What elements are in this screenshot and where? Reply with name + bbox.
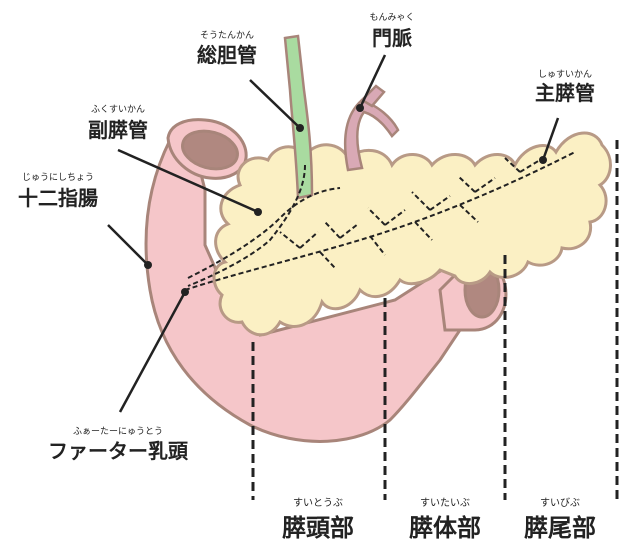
papilla-dot <box>181 288 189 296</box>
accessory-pancreatic-duct-label: 副膵管 <box>88 118 148 142</box>
pancreatic-body-ruby: すいたいぶ <box>420 497 470 509</box>
pancreatic-tail-label: 膵尾部 <box>524 514 596 542</box>
common-bile-duct-ruby: そうたんかん <box>200 30 254 41</box>
duodenum-label: 十二指腸 <box>18 186 98 210</box>
duodenum-dot <box>144 261 152 269</box>
pancreatic-body-label: 膵体部 <box>409 514 481 542</box>
bile-duct-dot <box>296 124 304 132</box>
portal-vein-dot <box>356 104 364 112</box>
main-pancreatic-duct-ruby: しゅすいかん <box>538 69 592 80</box>
common-bile-duct-label: 総胆管 <box>197 43 257 67</box>
papilla-ruby: ふぁーたーにゅうとう <box>73 426 163 437</box>
pancreatic-head-label: 膵頭部 <box>282 514 354 542</box>
papilla-label: ファーター乳頭 <box>48 439 189 463</box>
main-pancreatic-duct-label: 主膵管 <box>535 81 595 105</box>
duodenum-ruby: じゅうにしちょう <box>22 172 94 183</box>
accessory-duct-dot <box>254 208 262 216</box>
pancreatic-head-ruby: すいとうぶ <box>293 497 343 509</box>
portal-vein-label: 門脈 <box>372 26 412 50</box>
leader-duodenum <box>108 225 148 265</box>
pancreatic-tail-ruby: すいびぶ <box>540 497 580 509</box>
main-duct-dot <box>539 156 547 164</box>
portal-vein-ruby: もんみゃく <box>369 12 414 23</box>
accessory-pancreatic-duct-ruby: ふくすいかん <box>91 104 145 115</box>
